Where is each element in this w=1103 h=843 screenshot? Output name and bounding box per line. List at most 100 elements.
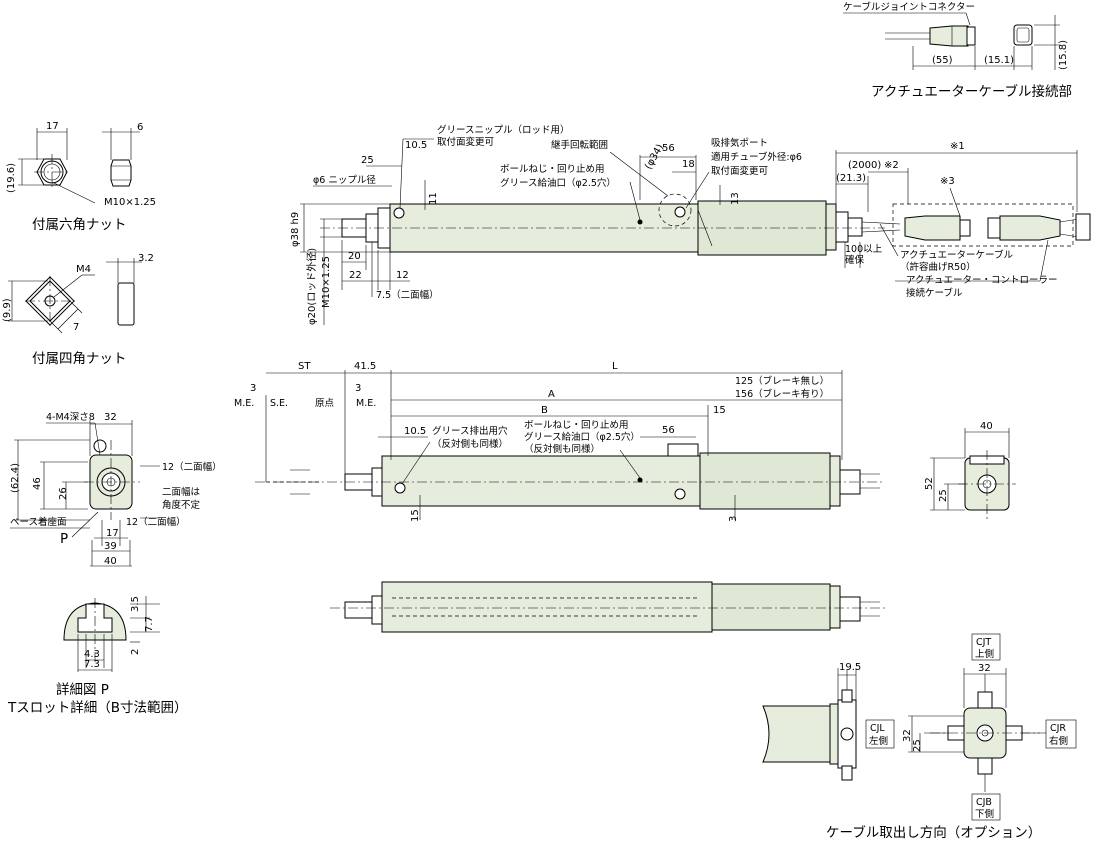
se-label: S.E. <box>270 398 288 409</box>
p-dim-2: 2 <box>130 649 141 655</box>
dim-15-top: 15 <box>713 405 726 416</box>
exhaust-label-2: 適用チューブ外径:φ6 <box>711 151 802 163</box>
bottom-view-actuator <box>330 581 885 633</box>
dim-3-origin: 3 <box>355 383 361 394</box>
dim-b: B <box>541 405 548 416</box>
side-view-actuator: ST 41.5 L 3 M.E. S.E. 3 原点 M.E. 125（ブレーキ… <box>234 361 885 522</box>
sq-dim-3-2: 3.2 <box>138 253 154 264</box>
ballscrew-label-2: グリース給油口（φ2.5穴） <box>500 177 616 189</box>
sq-thread-label: M4 <box>76 264 91 275</box>
dim-15-1: (15.1) <box>984 55 1014 66</box>
me-label-2: M.E. <box>356 398 376 409</box>
end-dim-40: 40 <box>104 556 117 567</box>
dim-52: 52 <box>924 477 935 490</box>
sq-dim-9-9: (9.9) <box>2 298 13 322</box>
cable-dim-19-5: 19.5 <box>839 662 861 673</box>
grease-nipple-label: グリースニップル（ロッド用） <box>437 124 570 136</box>
square-nut-drawing: M4 (9.9) 7 3.2 付属四角ナット <box>2 253 154 367</box>
tap-label: 4-M4深さ8 <box>46 412 95 423</box>
joint-rotation-label: 継手回転範囲 <box>551 139 608 151</box>
dim-40-right: 40 <box>980 421 993 432</box>
cable-exit-options: 19.5 CJL 左側 32 32 25 CJT 上側 CJR 右側 CJB <box>762 633 1077 841</box>
cjr-label-2: 右側 <box>1049 735 1068 747</box>
rod-dia-label: φ20(ロッド外径) <box>305 248 318 325</box>
note-2: ※2 <box>884 160 899 171</box>
detail-p: 3.5 7.7 2 4.3 7.3 詳細図 P Tスロット詳細（B寸法範囲） <box>7 596 188 716</box>
t-slot-caption: Tスロット詳細（B寸法範囲） <box>7 700 188 716</box>
clearance-label-1: 100以上 <box>845 244 883 255</box>
dim-56: 56 <box>662 143 675 154</box>
cjb-label-2: 下側 <box>975 808 994 820</box>
cable-dim-32: 32 <box>978 663 991 674</box>
two-face-width-label: 7.5（二面幅） <box>376 289 439 301</box>
cjb-label-1: CJB <box>976 797 992 808</box>
p-dim-7-7: 7.7 <box>144 616 155 632</box>
dim-56-side: 56 <box>662 425 675 436</box>
cjt-label-2: 上側 <box>975 648 994 660</box>
act-cable-label-1: アクチュエーターケーブル <box>900 249 1013 261</box>
cjr-label-1: CJR <box>1050 723 1066 734</box>
ballscrew-label-side-3: （反対側も同様） <box>524 443 600 455</box>
dim-10-5-side: 10.5 <box>404 426 426 437</box>
dim-11: 11 <box>428 192 439 205</box>
dim-25-right: 25 <box>938 489 949 502</box>
cjl-label-2: 左側 <box>869 735 888 747</box>
dim-55: (55) <box>932 55 953 66</box>
dim-a: A <box>548 389 555 400</box>
dim-12: 12 <box>396 270 409 281</box>
dim-2000: (2000) <box>848 160 881 171</box>
detail-mark-label: P <box>60 531 68 547</box>
dim-phi-38: φ38 h9 <box>290 212 301 247</box>
p-dim-7-3: 7.3 <box>84 659 100 670</box>
detail-p-caption: 詳細図 P <box>56 682 109 698</box>
connector-section-caption: アクチュエーターケーブル接続部 <box>871 83 1072 100</box>
base-face-label: ベース着座面 <box>10 516 67 528</box>
hex-dim-17: 17 <box>46 121 59 132</box>
two-face-note-2: 角度不定 <box>162 499 201 511</box>
exhaust-label-3: 取付面変更可 <box>711 165 768 177</box>
square-nut-caption: 付属四角ナット <box>32 351 127 367</box>
ballscrew-label-side-1: ボールねじ・回り止め用 <box>524 419 629 431</box>
connector-section: ケーブルジョイントコネクター (55) (15.1) (15.8) アクチュエー… <box>843 1 1072 100</box>
note-1: ※1 <box>950 141 965 152</box>
dim-22: 22 <box>349 270 362 281</box>
grease-exhaust-label-1: グリース排出用穴 <box>432 425 508 437</box>
clearance-label-2: 確保 <box>845 254 865 266</box>
dim-15-bottom: 15 <box>410 509 421 522</box>
sq-dim-7: 7 <box>73 322 79 333</box>
end-dim-32: 32 <box>104 412 117 423</box>
dim-10-5: 10.5 <box>405 140 427 151</box>
dim-l: L <box>612 361 618 372</box>
note-3: ※3 <box>940 176 955 187</box>
end-dim-17: 17 <box>106 528 119 539</box>
cable-joint-connector-label: ケーブルジョイントコネクター <box>843 1 975 13</box>
dim-3-bottom: 3 <box>728 516 739 522</box>
dim-13: 13 <box>730 192 741 205</box>
ballscrew-label-1: ボールねじ・回り止め用 <box>500 163 605 175</box>
me-label-1: M.E. <box>234 398 254 409</box>
ballscrew-label-side-2: グリース給油口（φ2.5穴） <box>524 431 640 443</box>
dim-3-me: 3 <box>250 383 256 394</box>
hex-thread-label: M10×1.25 <box>104 197 156 208</box>
end-dim-26: 26 <box>58 487 69 500</box>
dim-15-8: (15.8) <box>1058 40 1069 70</box>
cable-exit-caption: ケーブル取出し方向（オプション） <box>826 824 1041 841</box>
cjt-label-1: CJT <box>976 637 991 648</box>
dim-st: ST <box>298 361 311 372</box>
grease-nipple-label-2: 取付面変更可 <box>437 136 494 148</box>
cjl-label-1: CJL <box>870 723 885 734</box>
end-dim-62-4: (62.4) <box>10 463 21 493</box>
dim-2-5: 25 <box>361 155 374 166</box>
origin-label: 原点 <box>315 398 335 409</box>
two-face-12-label-b: 12（二面幅） <box>126 516 186 528</box>
nipple-dia-label: φ6 ニップル径 <box>313 174 376 186</box>
ctrl-cable-label-2: 接続ケーブル <box>906 287 963 299</box>
end-dim-39: 39 <box>104 541 117 552</box>
hex-nut-caption: 付属六角ナット <box>32 217 127 233</box>
hex-dim-6: 6 <box>137 122 143 133</box>
p-dim-4-3: 4.3 <box>84 649 100 660</box>
act-cable-label-2: （許容曲げR50） <box>900 261 976 273</box>
dim-20: 20 <box>348 251 361 262</box>
cable-dim-25: 25 <box>912 739 923 752</box>
